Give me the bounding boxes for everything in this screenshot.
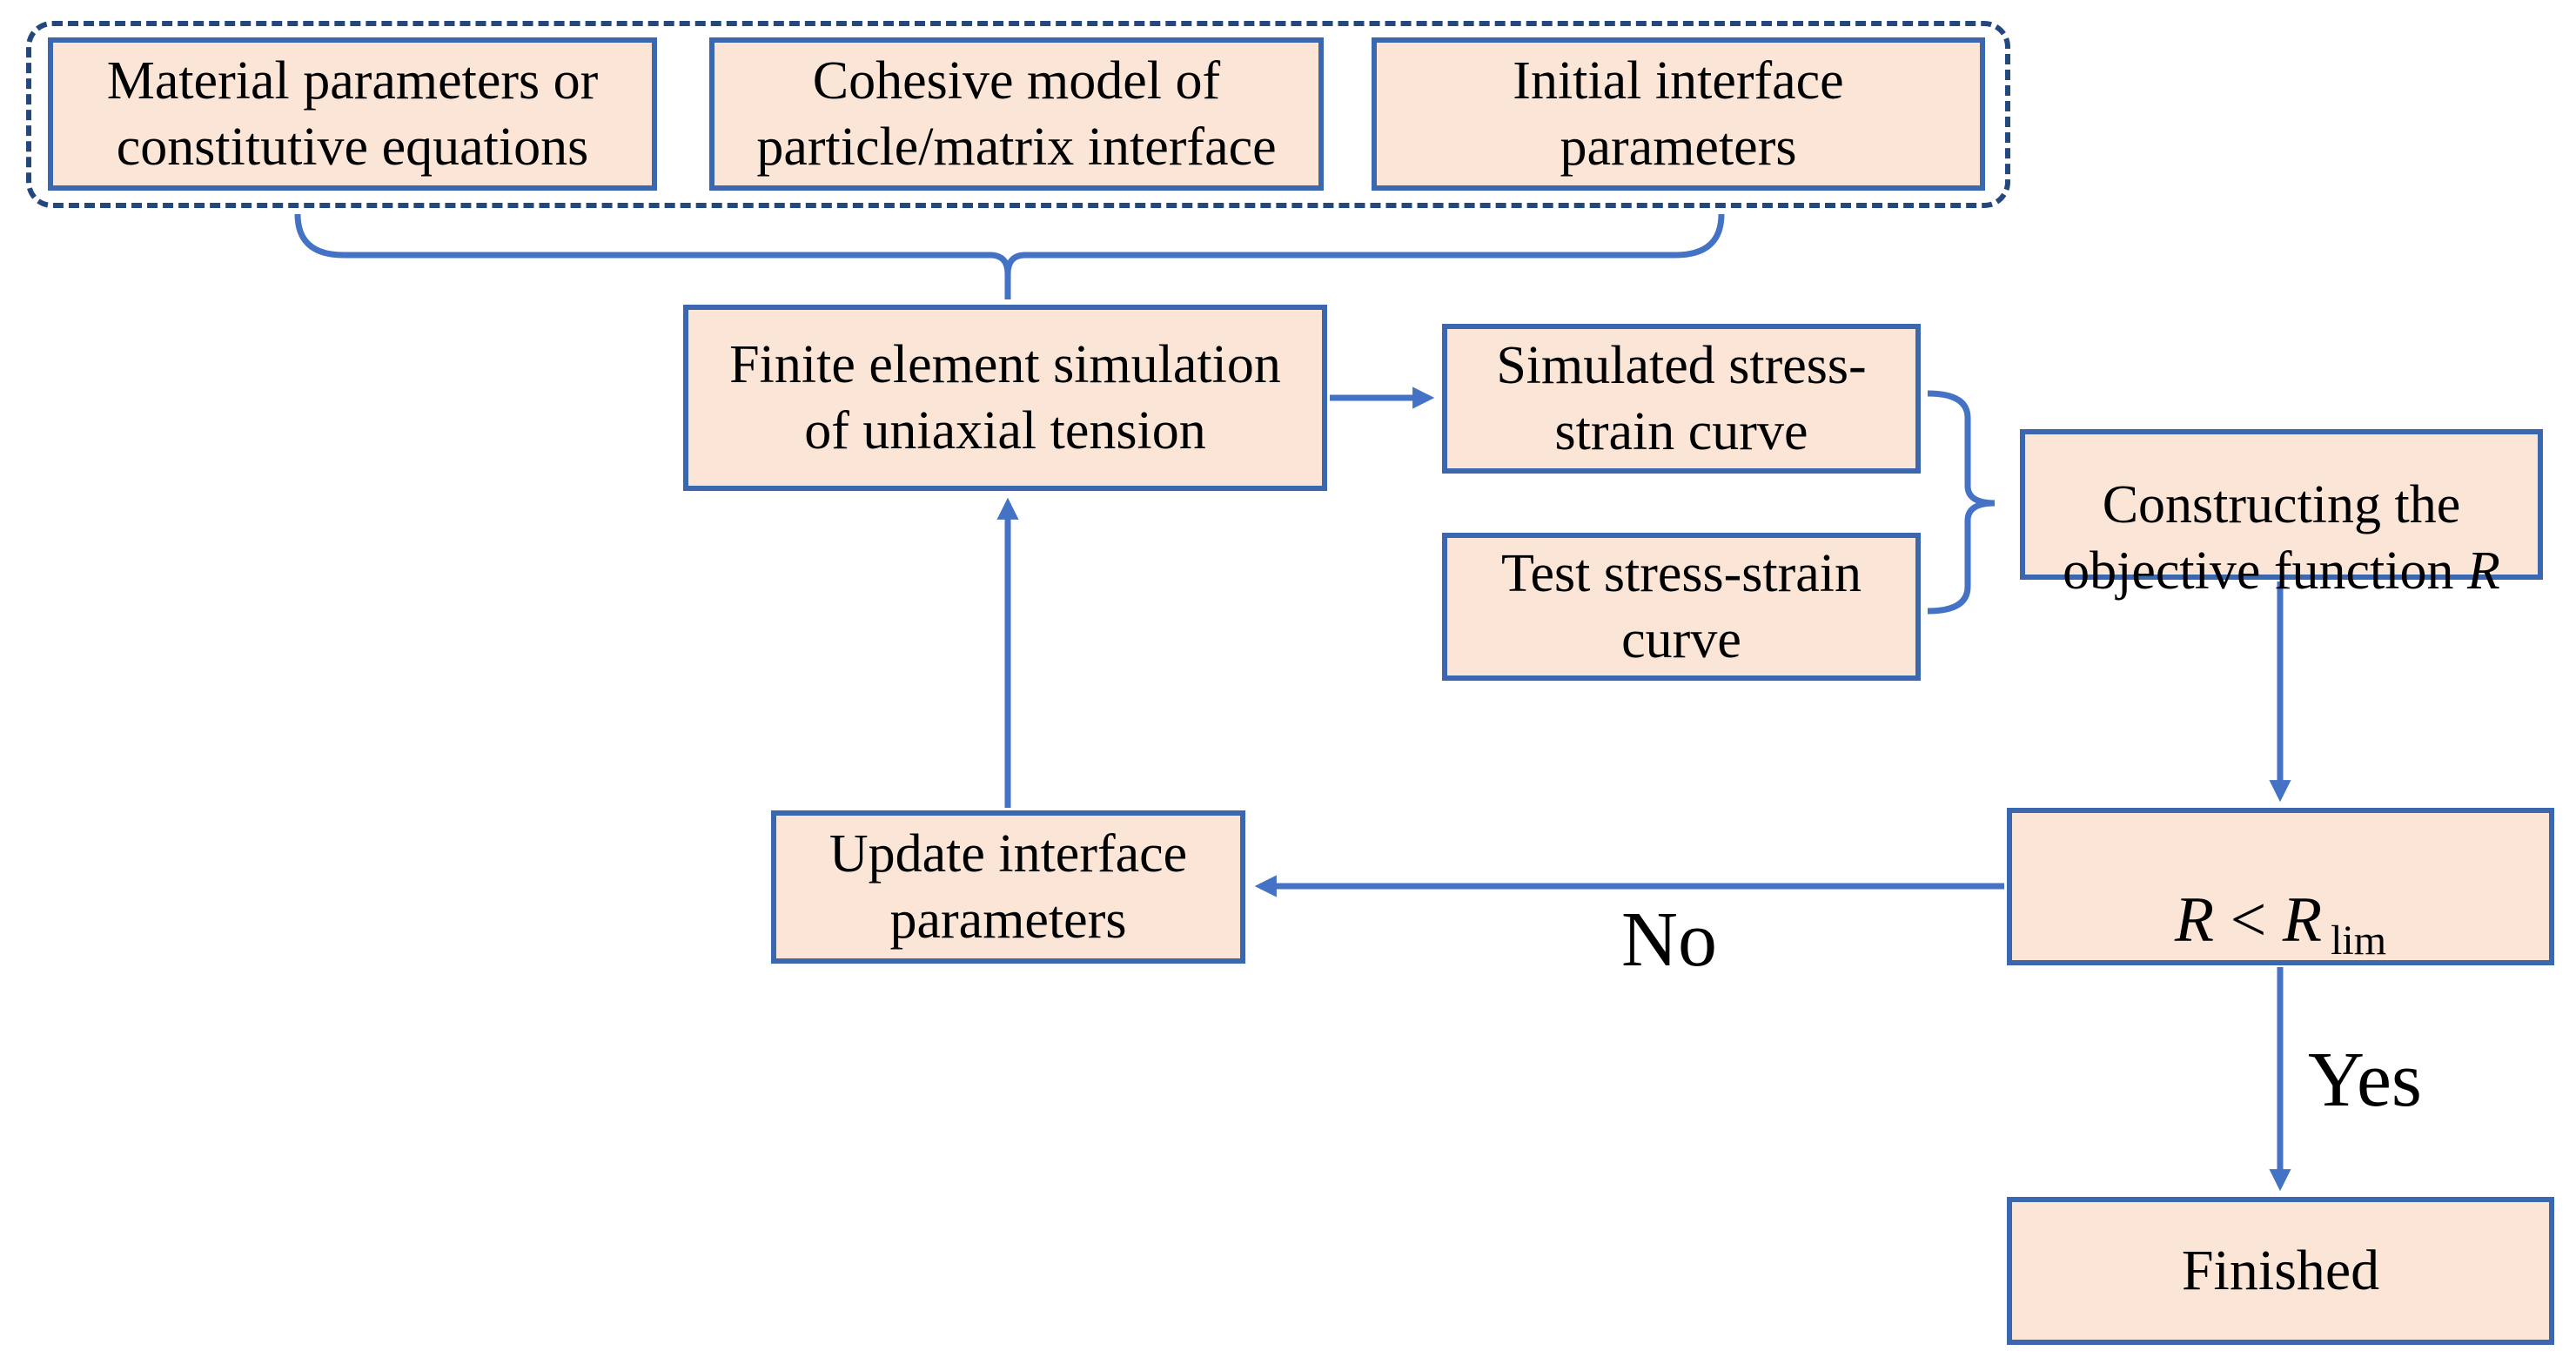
node-finished: Finished <box>2007 1197 2554 1345</box>
objective-function-text: Constructing the objective function <box>2063 474 2461 601</box>
node-test-stress-strain-curve-label: Test stress-strain curve <box>1500 544 1862 669</box>
node-simulated-stress-strain-curve-label: Simulated stress- strain curve <box>1496 336 1867 461</box>
node-constructing-objective-function-label: Constructing the objective function R <box>2063 406 2500 604</box>
node-simulated-stress-strain-curve: Simulated stress- strain curve <box>1442 324 1921 474</box>
node-test-stress-strain-curve: Test stress-strain curve <box>1442 533 1921 681</box>
decision-operator: < <box>2214 884 2283 956</box>
node-initial-interface-parameters-label: Initial interface parameters <box>1513 51 1844 177</box>
decision-subscript-lim: lim <box>2331 917 2387 964</box>
objective-function-symbol-R: R <box>2466 541 2500 601</box>
node-finite-element-simulation-label: Finite element simulation of uniaxial te… <box>729 335 1281 460</box>
node-cohesive-model-label: Cohesive model of particle/matrix interf… <box>756 51 1277 177</box>
node-material-parameters-label: Material parameters or constitutive equa… <box>106 51 599 177</box>
node-cohesive-model: Cohesive model of particle/matrix interf… <box>709 37 1324 191</box>
decision-R-left: R <box>2174 884 2215 956</box>
node-material-parameters: Material parameters or constitutive equa… <box>48 37 657 191</box>
input-group-dashed-container <box>26 21 2010 208</box>
brace-curves-to-objective-function <box>1927 390 1996 615</box>
node-finite-element-simulation: Finite element simulation of uniaxial te… <box>683 305 1327 491</box>
edge-label-no: No <box>1621 897 1717 983</box>
node-update-interface-parameters-label: Update interface parameters <box>828 824 1188 950</box>
node-constructing-objective-function: Constructing the objective function R <box>2020 429 2543 601</box>
brace-inputs-to-fe-simulation <box>294 213 1725 299</box>
decision-R-right: R <box>2282 884 2323 956</box>
node-initial-interface-parameters: Initial interface parameters <box>1372 37 1985 191</box>
edge-label-yes: Yes <box>2308 1037 2422 1123</box>
node-finished-label: Finished <box>2181 1239 2380 1302</box>
node-update-interface-parameters: Update interface parameters <box>771 810 1245 964</box>
